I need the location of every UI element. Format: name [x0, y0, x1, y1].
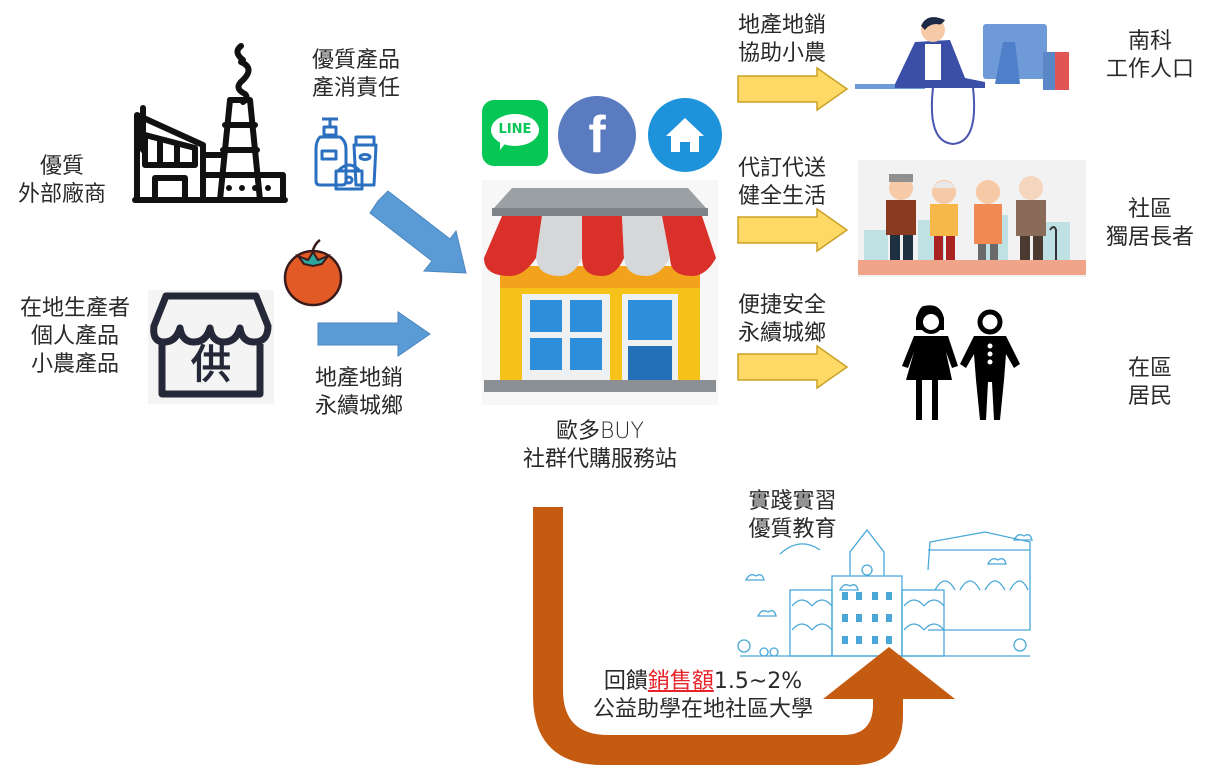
label-line: 個人產品	[31, 324, 120, 349]
label-line: 優質	[40, 154, 85, 179]
facebook-icon[interactable]: f	[558, 96, 636, 174]
feedback-prefix: 回饋	[603, 669, 648, 694]
target-elderly-arrow-caption: 代訂代送 健全生活	[738, 155, 826, 211]
sales-highlight: 銷售額	[647, 669, 714, 694]
label-line: 優質教育	[748, 517, 837, 542]
service-station-title: 歐多BUY 社群代購服務站	[490, 418, 710, 474]
label-line: 獨居長者	[1105, 225, 1194, 250]
home-icon[interactable]	[648, 98, 722, 172]
feedback-line2: 公益助學在地社區大學	[592, 697, 813, 722]
blue-arrow-diagonal	[369, 190, 467, 274]
label-line: 居民	[1127, 384, 1172, 409]
title-line: 社群代購服務站	[522, 447, 677, 472]
office-worker-icon	[855, 17, 1069, 146]
target-workforce-arrow-caption: 地產地銷 協助小農	[738, 12, 826, 68]
external-vendor-label: 優質 外部廠商	[18, 153, 106, 209]
yellow-arrow-workforce	[737, 66, 849, 112]
title-line: 歐多BUY	[556, 419, 644, 444]
local-sale-caption: 地產地銷 永續城鄉	[315, 365, 403, 421]
label-line: 小農產品	[31, 352, 120, 377]
target-residents-label: 在區 居民	[1100, 355, 1200, 411]
blue-arrow-right	[317, 311, 431, 357]
label-line: 在地生產者	[20, 296, 131, 321]
local-producer-label: 在地生產者 個人產品 小農產品	[20, 295, 130, 379]
channel-icons: LINE f	[478, 96, 728, 176]
university-icon	[737, 528, 1033, 657]
supply-shop-icon: 供	[148, 290, 274, 404]
caption-line: 協助小農	[738, 41, 827, 66]
community-shop-icon	[482, 180, 718, 405]
quality-products-caption: 優質產品 產消責任	[312, 47, 400, 103]
label-line: 社區	[1127, 197, 1172, 222]
caption-line: 地產地銷	[315, 366, 404, 391]
label-line: 工作人口	[1105, 57, 1194, 82]
line-icon-text: LINE	[498, 122, 532, 137]
label-line: 南科	[1127, 29, 1172, 54]
elderly-group-icon	[858, 160, 1086, 277]
tomato-icon	[283, 238, 343, 307]
yellow-arrow-residents	[737, 344, 849, 390]
label-line: 實踐實習	[748, 489, 837, 514]
facebook-icon-text: f	[588, 106, 606, 164]
caption-line: 優質產品	[312, 48, 401, 73]
education-label: 實踐實習 優質教育	[735, 488, 850, 544]
feedback-caption: 回饋銷售額1.5~2% 公益助學在地社區大學	[568, 668, 838, 724]
label-line: 外部廠商	[18, 182, 107, 207]
factory-icon	[132, 43, 288, 203]
yellow-arrow-elderly	[737, 207, 849, 253]
line-icon[interactable]: LINE	[482, 100, 548, 166]
feedback-line1: 回饋銷售額1.5~2%	[568, 668, 838, 696]
target-workforce-label: 南科 工作人口	[1100, 28, 1200, 84]
caption-line: 永續城鄉	[315, 394, 404, 419]
caption-line: 健全生活	[738, 184, 827, 209]
caption-line: 產消責任	[312, 76, 401, 101]
label-line: 在區	[1127, 356, 1172, 381]
cosmetics-icon	[314, 117, 378, 191]
residents-icon	[902, 305, 1020, 420]
caption-line: 永續城鄉	[738, 321, 827, 346]
caption-line: 地產地銷	[738, 13, 827, 38]
caption-line: 代訂代送	[738, 156, 827, 181]
supply-badge-char: 供	[191, 342, 231, 388]
feedback-percent: 1.5~2%	[713, 669, 803, 694]
target-elderly-label: 社區 獨居長者	[1100, 196, 1200, 252]
caption-line: 便捷安全	[738, 293, 827, 318]
target-residents-arrow-caption: 便捷安全 永續城鄉	[738, 292, 826, 348]
